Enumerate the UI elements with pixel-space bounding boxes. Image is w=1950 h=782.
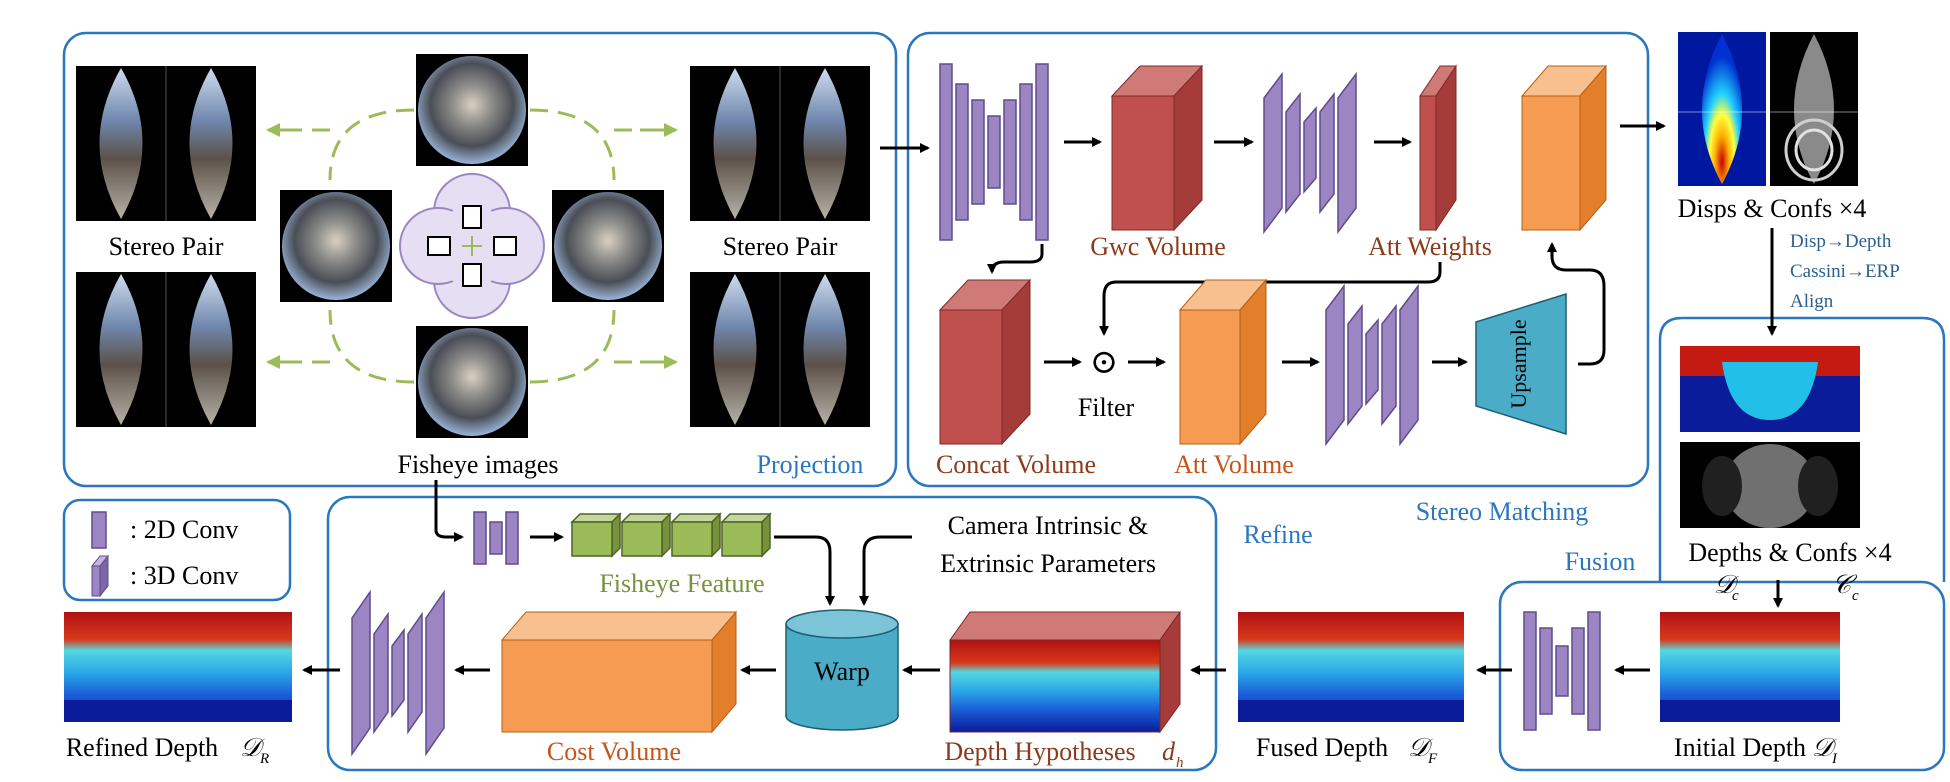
- camera-params-line2: Extrinsic Parameters: [940, 549, 1156, 578]
- legend-box: [62, 498, 292, 602]
- legend-3d-conv-label: : 3D Conv: [130, 561, 238, 590]
- refine-panel: [326, 495, 1218, 772]
- arrow-upsample-to-output: [1547, 242, 1606, 366]
- upsample-block: Upsample: [1475, 292, 1567, 436]
- arrow-camera-to-warp: [859, 535, 912, 606]
- arrow-feature-to-warp: [774, 535, 835, 606]
- stereo-pair-label-left: Stereo Pair: [109, 232, 224, 261]
- upsample-label: Upsample: [1506, 319, 1531, 408]
- initial-depth-label: Initial Depth: [1674, 733, 1806, 762]
- arrow-to-concat: [987, 244, 1044, 274]
- refined-depth-image: [64, 612, 292, 722]
- note-disp-depth: Disp→Depth: [1790, 231, 1892, 252]
- confidence-erp-image: [1680, 442, 1860, 528]
- depth-conf-symbols: 𝒟 c 𝒞 c: [1714, 570, 1859, 604]
- fisheye-image-bottom: [416, 326, 528, 438]
- fused-depth-sub: F: [1427, 751, 1438, 767]
- depth-hypotheses-label: Depth Hypotheses: [944, 737, 1135, 766]
- legend-2d-conv-icon: [91, 511, 107, 549]
- stereo-matching-panel: [906, 31, 1650, 488]
- arrow-fisheye-images-down: [434, 480, 464, 542]
- stereo-pair-image-top-right: [690, 66, 870, 221]
- fisheye-image-left: [280, 190, 392, 302]
- depths-confs-label: Depths & Confs ×4: [1688, 538, 1891, 567]
- disparity-map-image: [1678, 32, 1766, 186]
- legend-3d-conv-icon: [90, 554, 110, 598]
- att-volume-label: Att Volume: [1174, 450, 1294, 479]
- note-cassini-erp: Cassini→ERP: [1790, 261, 1900, 282]
- stereo-pair-label-right: Stereo Pair: [723, 232, 838, 261]
- stereo-pair-image-bottom-right: [690, 272, 870, 427]
- fisheye-feature-2d-conv: [473, 511, 519, 565]
- refined-depth-label: Refined Depth: [66, 733, 218, 762]
- confidence-map-image: [1770, 32, 1858, 186]
- 3d-conv-stack-bottom: [1325, 283, 1419, 447]
- cost-volume-label: Cost Volume: [547, 737, 681, 766]
- feature-extractor-2d-conv: [939, 63, 1049, 241]
- warp-label: Warp: [814, 657, 870, 686]
- cc-sub: c: [1852, 588, 1859, 604]
- initial-depth-sub: I: [1831, 751, 1838, 767]
- projection-panel-label: Projection: [757, 450, 864, 479]
- arrow-att-weights-to-filter: [1099, 262, 1442, 336]
- refine-3d-conv-stack: [351, 589, 445, 757]
- initial-depth-image: [1660, 612, 1840, 722]
- fused-depth-image: [1238, 612, 1464, 722]
- disps-confs-label: Disps & Confs ×4: [1678, 194, 1867, 223]
- concat-volume-cuboid: [938, 278, 1032, 446]
- dh-symbol: d: [1162, 737, 1176, 766]
- concat-volume-label: Concat Volume: [936, 450, 1096, 479]
- cost-volume-cuboid: [500, 610, 738, 734]
- projection-panel: [62, 31, 898, 488]
- fisheye-feature-blocks: [570, 512, 772, 558]
- fusion-2d-conv: [1523, 611, 1601, 731]
- refined-depth-sub: R: [259, 751, 269, 767]
- filter-symbol: ⊙: [1090, 344, 1119, 381]
- att-weights-cuboid: [1419, 64, 1457, 232]
- fusion-panel: [1498, 580, 1946, 772]
- att-weights-label: Att Weights: [1368, 232, 1492, 261]
- fisheye-image-top: [416, 54, 528, 166]
- gwc-volume-label: Gwc Volume: [1090, 232, 1226, 261]
- fusion-panel-label: Fusion: [1565, 547, 1636, 576]
- camera-rig-icon: [399, 173, 545, 319]
- legend-2d-conv-label: : 2D Conv: [130, 515, 238, 544]
- stereo-pair-image-bottom-left: [76, 272, 256, 427]
- dc-sub: c: [1732, 588, 1739, 604]
- warp-cylinder: [785, 609, 899, 731]
- note-align: Align: [1790, 291, 1834, 312]
- att-volume-cuboid: [1178, 278, 1268, 446]
- dh-sub: h: [1176, 755, 1184, 771]
- refine-panel-label: Refine: [1243, 520, 1312, 549]
- fused-depth-label: Fused Depth: [1256, 733, 1388, 762]
- depth-erp-image: [1680, 346, 1860, 432]
- fisheye-images-label: Fisheye images: [397, 450, 558, 479]
- output-volume-cuboid: [1520, 64, 1608, 232]
- stereo-pair-image-top-left: [76, 66, 256, 221]
- fusion-panel-top: [1658, 316, 1946, 582]
- fisheye-image-right: [552, 190, 664, 302]
- filter-label: Filter: [1078, 393, 1135, 422]
- stereo-matching-panel-label: Stereo Matching: [1416, 497, 1589, 526]
- gwc-volume-cuboid: [1110, 64, 1204, 232]
- camera-params-line1: Camera Intrinsic &: [948, 511, 1149, 540]
- 3d-conv-stack-top: [1263, 71, 1357, 235]
- depth-hypotheses-cuboid: [949, 610, 1181, 734]
- fisheye-feature-label: Fisheye Feature: [599, 569, 764, 598]
